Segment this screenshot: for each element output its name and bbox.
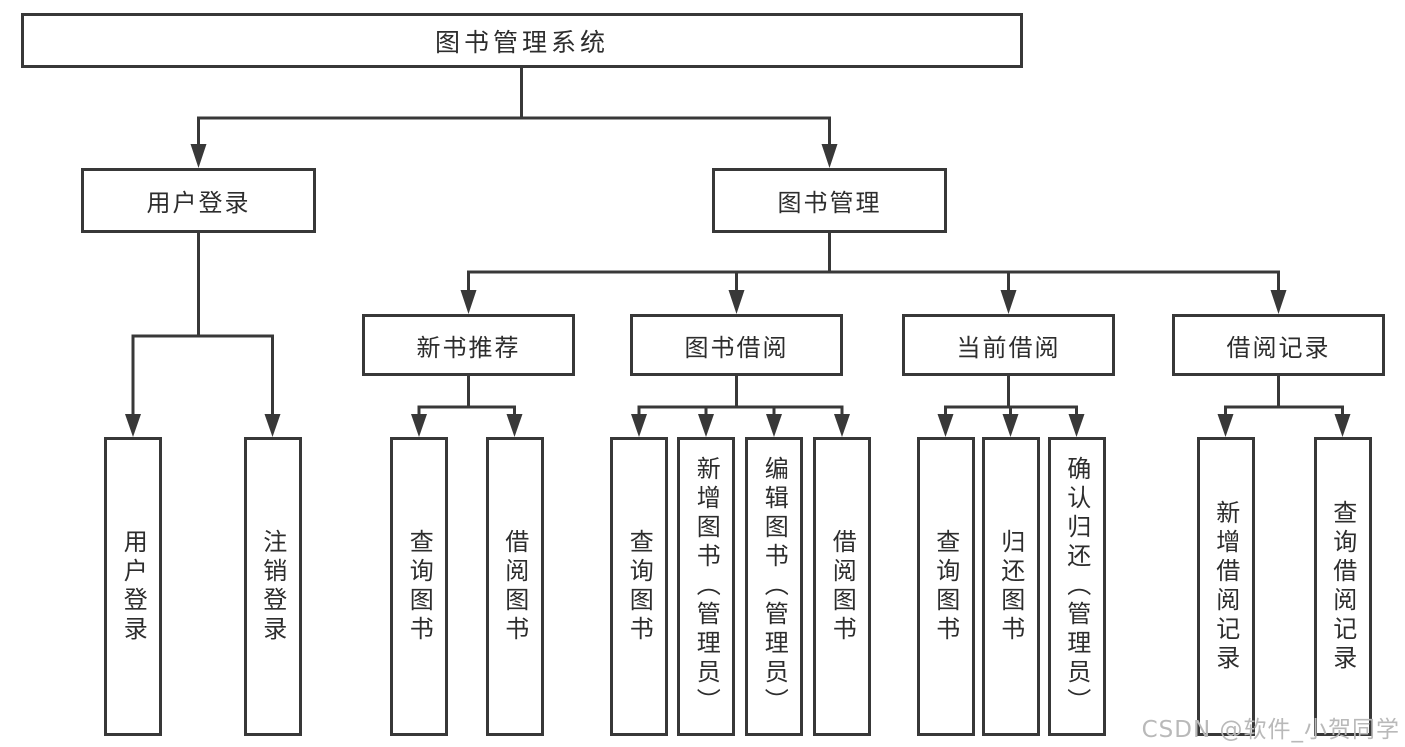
node-new-book-recommend: 新书推荐 xyxy=(362,314,575,376)
node-root-system: 图书管理系统 xyxy=(21,13,1023,68)
node-book-borrow: 图书借阅 xyxy=(630,314,843,376)
leaf-borrow-add-books-admin: 新增图书（管理员） xyxy=(677,437,735,736)
leaf-recommend-borrow-books: 借阅图书 xyxy=(485,437,544,736)
leaf-record-query-borrow-record: 查询借阅记录 xyxy=(1313,437,1372,736)
connector-book-management-branch xyxy=(460,233,1287,314)
leaf-recommend-query-books: 查询图书 xyxy=(390,437,448,736)
connector-new-book-recommend-branch xyxy=(411,376,523,437)
connector-borrow-record-branch xyxy=(1217,376,1351,437)
leaf-borrow-borrow-books: 借阅图书 xyxy=(813,437,871,736)
leaf-record-add-borrow-record: 新增借阅记录 xyxy=(1196,437,1255,736)
leaf-logout: 注销登录 xyxy=(243,437,302,736)
node-book-management: 图书管理 xyxy=(712,168,947,233)
leaf-current-confirm-return-admin: 确认归还（管理员） xyxy=(1047,437,1106,736)
node-current-borrow: 当前借阅 xyxy=(902,314,1115,376)
leaf-borrow-query-books: 查询图书 xyxy=(610,437,668,736)
node-user-login: 用户登录 xyxy=(81,168,316,233)
connector-user-login-branch xyxy=(125,233,281,437)
leaf-user-login: 用户登录 xyxy=(104,437,162,736)
leaf-current-query-books: 查询图书 xyxy=(916,437,975,736)
connector-current-borrow-branch xyxy=(937,376,1085,437)
connector-book-borrow-branch xyxy=(631,376,850,437)
leaf-borrow-edit-books-admin: 编辑图书（管理员） xyxy=(745,437,803,736)
connector-root-to-level2 xyxy=(190,68,838,168)
leaf-current-return-books: 归还图书 xyxy=(981,437,1040,736)
node-borrow-record: 借阅记录 xyxy=(1172,314,1385,376)
